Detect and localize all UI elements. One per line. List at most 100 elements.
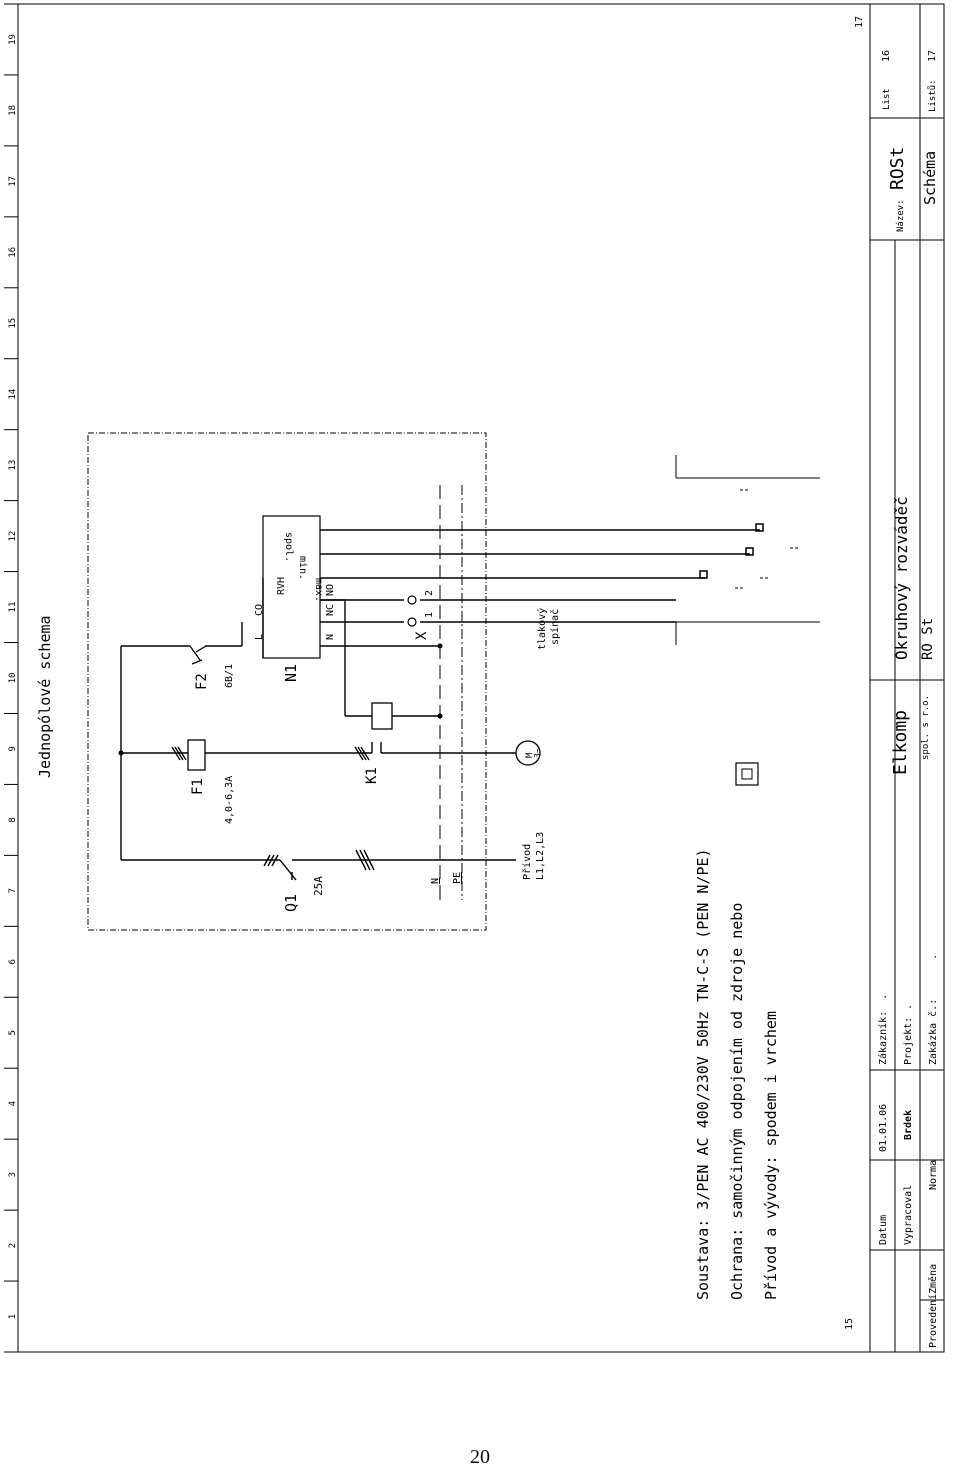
min-label: min. (297, 556, 308, 580)
supply-label: Přívod (521, 844, 533, 880)
junction-f1 (118, 750, 124, 756)
pe-bus-label: PE (452, 872, 463, 884)
ruler-column-8: 8 (8, 817, 18, 822)
nazev-label: Název: (896, 199, 906, 232)
symbol-box-inner (741, 768, 753, 780)
vypracoval-value: Brdek (903, 1110, 914, 1140)
terminal-co: CO (254, 604, 265, 616)
f1-breaker (171, 739, 370, 771)
x-pin-2: 2 (424, 590, 435, 596)
listu-label: Listů: (927, 79, 938, 112)
provedeni-label: Provedení (927, 1294, 939, 1348)
symbol-box (735, 762, 759, 786)
ruler-column-17: 17 (8, 176, 18, 187)
q1-switch (263, 849, 375, 881)
ruler-column-4: 4 (8, 1101, 18, 1106)
ruler-column-15: 15 (8, 318, 18, 329)
norma-label: Norma (928, 1160, 939, 1190)
title-block-text: Datum 01.01.06 Vypracoval Brdek Norma Pr… (877, 50, 939, 1348)
nazev-value: ROSt (887, 147, 908, 190)
project-code: RO St (920, 618, 936, 660)
ruler-column-13: 13 (8, 460, 18, 471)
ruler-column-9: 9 (8, 746, 18, 751)
ruler-column-18: 18 (8, 105, 18, 116)
ruler-column-19: 19 (8, 34, 18, 45)
junction-n (437, 643, 443, 649)
note-line-1: Soustava: 3/PEN AC 400/230V 50Hz TN-C-S … (694, 848, 712, 1300)
projekt-value: . (903, 1004, 914, 1010)
f1-rating: 4,0-6,3A (224, 776, 235, 824)
terminal-no: NO (325, 584, 336, 596)
n1-label: N1 (282, 664, 300, 682)
zakaznik-label: Zákazník: (877, 1011, 889, 1065)
rvh-label: RVH (276, 577, 287, 595)
spol-label: spol. (283, 532, 294, 562)
terminal-l: L (254, 634, 265, 640)
ruler-column-16: 16 (8, 247, 18, 258)
pressure-switch-label-1: tlakový (536, 608, 548, 650)
ruler-column-7: 7 (8, 888, 18, 893)
f2-label: F2 (194, 673, 210, 690)
wiring (120, 515, 760, 861)
sheet-frame (17, 3, 945, 1353)
x-label: X (414, 631, 430, 640)
k1-coil (371, 702, 393, 730)
ruler-column-14: 14 (8, 389, 18, 400)
ruler-column-11: 11 (8, 602, 18, 613)
junction-k1 (437, 713, 443, 719)
f2-rating: 6B/1 (224, 664, 235, 688)
notes: Soustava: 3/PEN AC 400/230V 50Hz TN-C-S … (694, 848, 780, 1300)
pressure-switch-label-2: spínač (549, 609, 561, 645)
side-number-right: 17 (854, 16, 865, 28)
ruler-column-3: 3 (8, 1172, 18, 1177)
ruler-column-12: 12 (8, 531, 18, 542)
x-pin-1: 1 (424, 612, 435, 618)
zmena-label: Změna (927, 1264, 939, 1294)
drawing-name: Schéma (921, 151, 939, 205)
ruler-column-2: 2 (8, 1243, 18, 1248)
pressure-vessel (675, 455, 820, 645)
zakazka-label: Zakázka č.: (927, 999, 939, 1065)
component-labels: Q1 25A F1 4,0-6,3A F2 6B/1 K1 N1 RVH L C… (190, 532, 561, 912)
x-terminal-1 (407, 617, 417, 627)
motor-label: M (525, 752, 535, 758)
ruler-column-1: 1 (8, 1314, 18, 1319)
listu-value: 17 (927, 50, 938, 62)
ruler-column-5: 5 (8, 1030, 18, 1035)
q1-label: Q1 (282, 894, 300, 912)
list-label: List (882, 88, 892, 110)
enclosure-border (87, 432, 487, 931)
company-name: Elkomp (890, 710, 911, 775)
zakazka-value: . (928, 954, 939, 960)
datum-label: Datum (878, 1215, 889, 1245)
page-number: 20 (470, 1446, 490, 1468)
list-value: 16 (881, 50, 892, 62)
project-name: Okruhový rozváděč (892, 496, 911, 660)
q1-rating: 25A (312, 876, 325, 896)
diagram-title: Jednopólové schema (36, 615, 54, 778)
max-label: max. (313, 578, 324, 602)
side-number-left: 15 (844, 1318, 855, 1330)
datum-value: 01.01.06 (878, 1104, 889, 1152)
motor-phase: 3~ (533, 748, 542, 758)
projekt-label: Projekt: (903, 1017, 914, 1065)
n-bus-label: N (430, 878, 441, 884)
zakaznik-value: . (878, 994, 889, 1000)
x-terminal-2 (407, 595, 417, 605)
terminal-n: N (325, 634, 336, 640)
ruler-column-6: 6 (8, 959, 18, 964)
note-line-2: Ochrana: samočinným odpojením od zdroje … (728, 903, 746, 1300)
company-sub: spol. s r.o. (921, 695, 931, 760)
title-block (869, 3, 945, 1353)
n-pe-buses (439, 485, 463, 900)
supply-phases: L1,L2,L3 (535, 832, 546, 880)
f1-label: F1 (190, 778, 206, 795)
note-line-3: Přívod a vývody: spodem i vrchem (762, 1011, 780, 1300)
f2-breaker (189, 645, 207, 665)
terminal-nc: NC (325, 604, 336, 616)
vypracoval-label: Vypracoval (903, 1185, 914, 1245)
k1-label: K1 (364, 767, 380, 784)
ruler-column-10: 10 (8, 673, 18, 684)
